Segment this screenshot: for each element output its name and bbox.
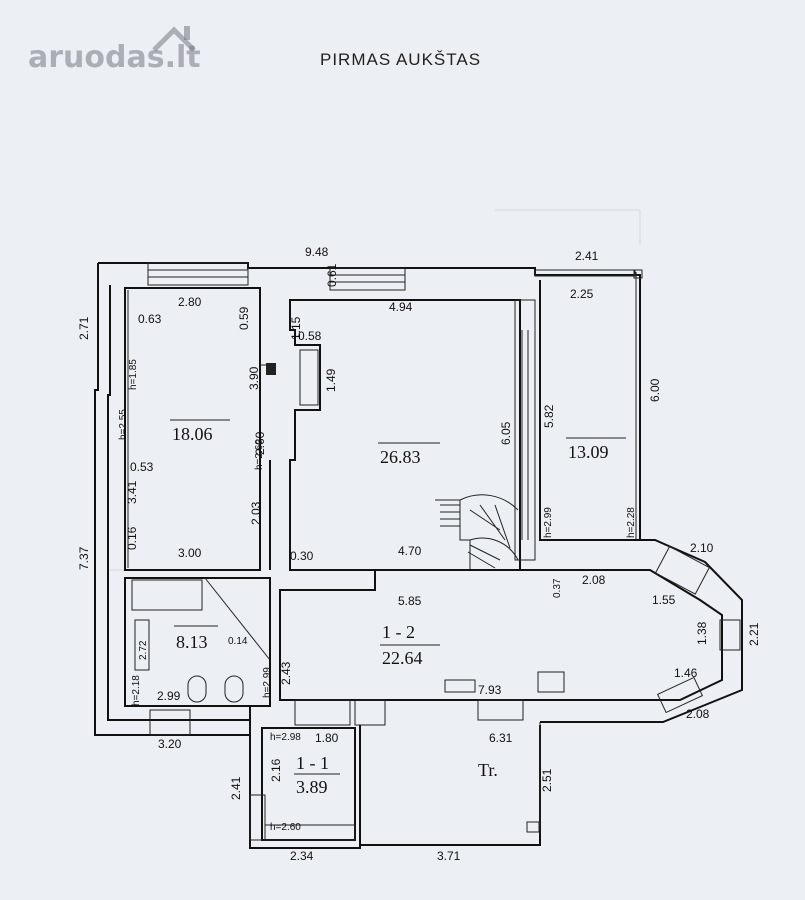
dim: 2.08 bbox=[686, 707, 710, 721]
room-1-1-area: 3.89 bbox=[296, 777, 328, 797]
dim: 1.49 bbox=[324, 368, 338, 392]
dim: 2.51 bbox=[540, 768, 554, 792]
bathtub-icon bbox=[131, 579, 203, 611]
dim: 7.93 bbox=[478, 683, 502, 697]
dim: 5.82 bbox=[542, 404, 556, 428]
dim: 2.43 bbox=[279, 661, 293, 685]
dim: 0.16 bbox=[125, 526, 139, 550]
room-1-1 bbox=[249, 725, 361, 845]
dim: 2.10 bbox=[690, 541, 714, 555]
room-8-area: 8.13 bbox=[176, 632, 208, 652]
dim: 2.80 bbox=[178, 295, 202, 309]
dim: 1.15 bbox=[289, 316, 303, 340]
room-1-2-area: 22.64 bbox=[382, 648, 423, 668]
room-13-area: 13.09 bbox=[568, 442, 609, 462]
dim: 0.30 bbox=[290, 549, 314, 563]
plan-title: PIRMAS AUKŠTAS bbox=[320, 50, 482, 69]
terrace-label: Tr. bbox=[478, 760, 498, 780]
dim: 2.03 bbox=[249, 501, 263, 525]
dim: 2.34 bbox=[290, 849, 314, 863]
dim: h=2.18 bbox=[131, 675, 142, 706]
dim: 6.00 bbox=[648, 378, 662, 402]
room-1-2 bbox=[279, 545, 741, 714]
room-8 bbox=[124, 577, 271, 707]
dim: 2.99 bbox=[157, 689, 181, 703]
dim: 2.21 bbox=[747, 622, 761, 646]
dim: 4.70 bbox=[398, 544, 422, 558]
inner-walls bbox=[149, 699, 541, 830]
dim: 2.41 bbox=[575, 249, 599, 263]
house-logo-icon bbox=[152, 26, 196, 52]
dim: 0.14 bbox=[228, 636, 248, 647]
dim: 3.90 bbox=[247, 366, 261, 390]
chimney-icon bbox=[266, 363, 276, 375]
dim: 6.05 bbox=[499, 421, 513, 445]
dim: 6.31 bbox=[489, 731, 513, 745]
dim: 1.38 bbox=[695, 621, 709, 645]
room-1-2-label: 1 - 2 bbox=[382, 622, 415, 642]
dim: 1.55 bbox=[652, 593, 676, 607]
dim: 2.16 bbox=[269, 758, 283, 782]
dim: h=1.85 bbox=[128, 359, 139, 390]
dim: 2.72 bbox=[138, 640, 149, 660]
dim: 0.61 bbox=[325, 263, 339, 287]
dim: h=2.99 bbox=[262, 667, 273, 698]
room-1-1-label: 1 - 1 bbox=[296, 753, 329, 773]
dim: 1.80 bbox=[315, 731, 339, 745]
dim: h=2.60 bbox=[270, 822, 301, 833]
dim: 1.46 bbox=[674, 666, 698, 680]
dim: 3.41 bbox=[125, 480, 139, 504]
dim: h=2.99 bbox=[543, 507, 554, 538]
dim: 7.37 bbox=[77, 546, 91, 570]
dim: 0.59 bbox=[237, 306, 251, 330]
room-18 bbox=[124, 287, 276, 571]
outer-walls bbox=[94, 262, 743, 849]
dim: 0.58 bbox=[298, 329, 322, 343]
toilet-icon bbox=[187, 675, 207, 703]
dim: 2.60 bbox=[253, 431, 267, 455]
dim: 2.25 bbox=[570, 287, 594, 301]
dim: 5.85 bbox=[398, 594, 422, 608]
room-18-area: 18.06 bbox=[172, 424, 213, 444]
dim: 3.71 bbox=[437, 849, 461, 863]
bidet-icon bbox=[224, 675, 244, 703]
room-labels: 18.06 26.83 13.09 8.13 1 - 2 22.64 1 - 1… bbox=[170, 419, 626, 797]
dim: 9.48 bbox=[305, 245, 329, 259]
dimension-labels: 9.48 2.41 2.80 0.59 0.61 4.94 2.25 2.71 … bbox=[77, 245, 761, 863]
terrace bbox=[526, 821, 540, 833]
switch-icon bbox=[537, 671, 565, 693]
room-26-area: 26.83 bbox=[380, 447, 421, 467]
dim: 3.20 bbox=[158, 737, 182, 751]
dim: 0.63 bbox=[138, 312, 162, 326]
dim: 2.71 bbox=[77, 316, 91, 340]
dim: 0.37 bbox=[552, 578, 563, 598]
dim: h=2.28 bbox=[626, 507, 637, 538]
dim: h=2.98 bbox=[270, 732, 301, 743]
dim: 3.00 bbox=[178, 546, 202, 560]
dim: 4.94 bbox=[389, 300, 413, 314]
dim: h=2.60 bbox=[254, 439, 265, 470]
aruodas-logo: aruodas.lt bbox=[28, 40, 201, 75]
logo-text: aruodas.lt bbox=[28, 40, 201, 75]
dim: 2.08 bbox=[582, 573, 606, 587]
spiral-staircase bbox=[435, 494, 519, 570]
room-13 bbox=[539, 280, 640, 541]
dim: 0.53 bbox=[130, 460, 154, 474]
dim: h=2.55 bbox=[118, 409, 129, 440]
dim: 2.41 bbox=[229, 776, 243, 800]
